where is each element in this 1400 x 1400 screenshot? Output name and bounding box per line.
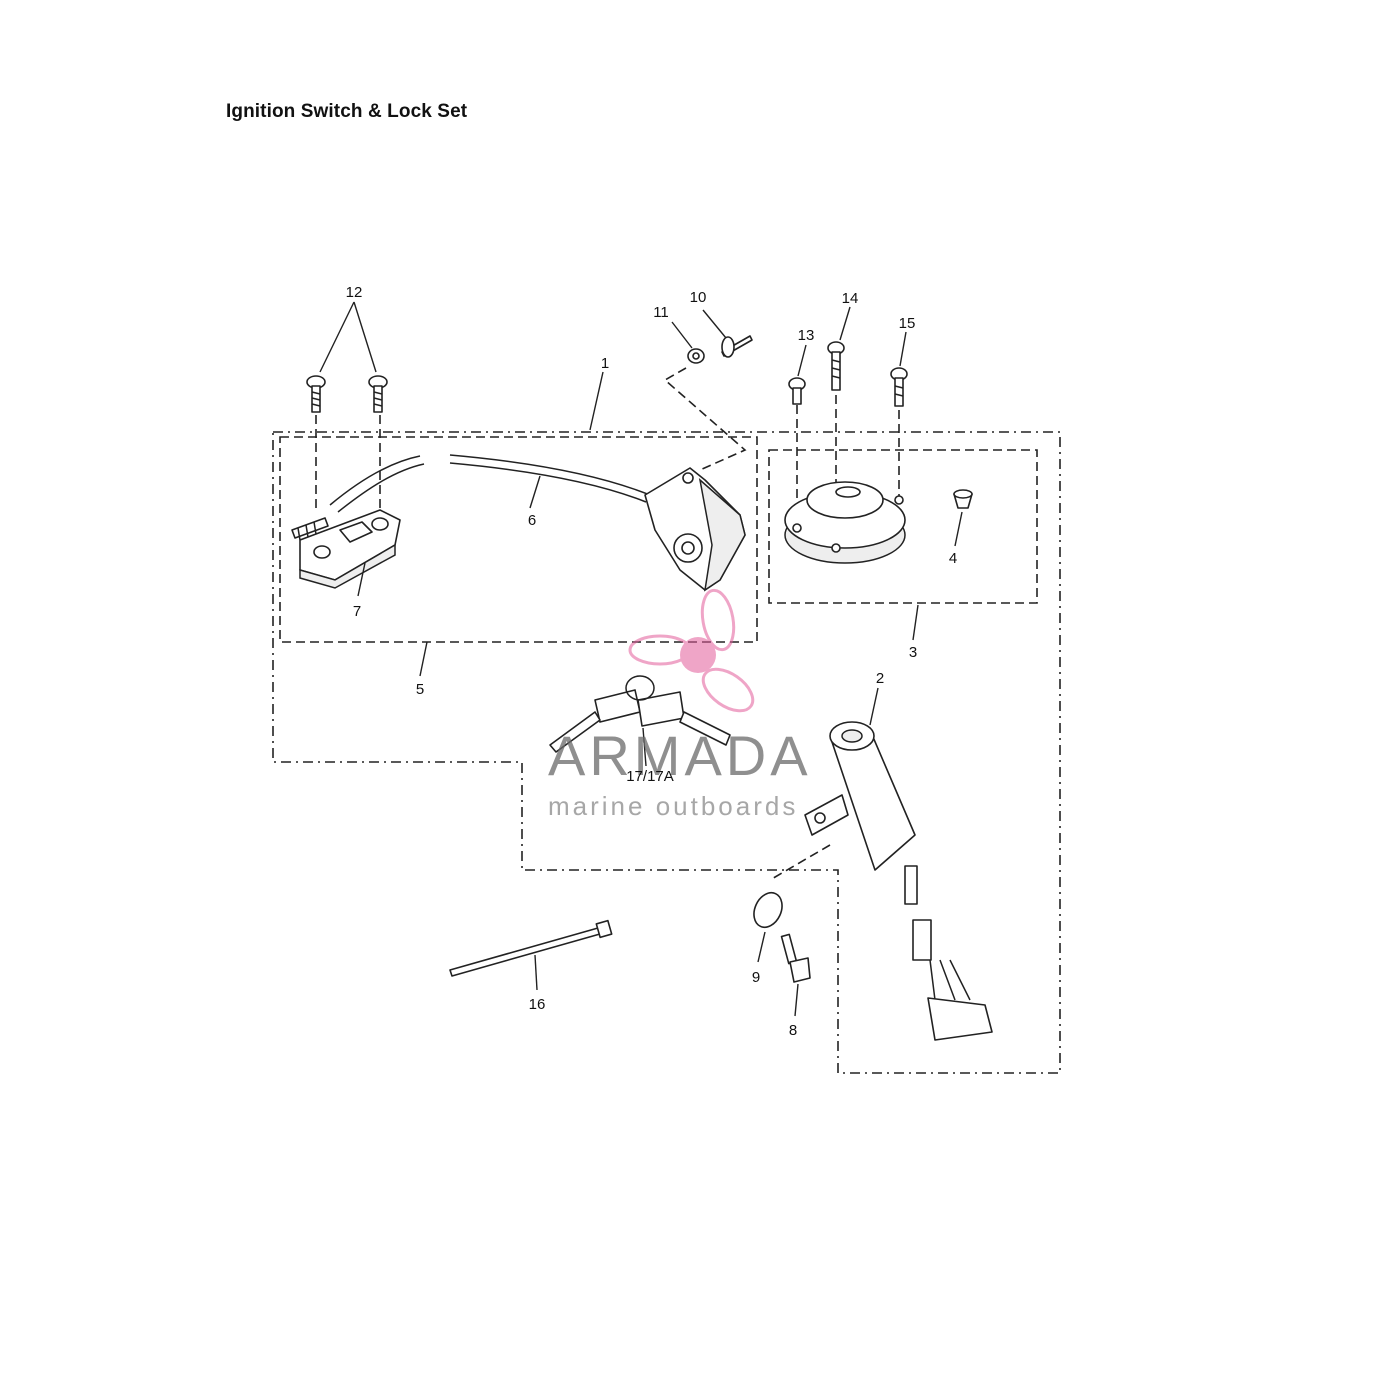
bolt-8 <box>780 933 811 983</box>
callout-8: 8 <box>789 1022 797 1039</box>
callout-16: 16 <box>529 996 546 1013</box>
fuel-cap-3 <box>784 481 906 564</box>
group-outline-1 <box>272 431 1061 1074</box>
washer-9 <box>753 891 783 929</box>
callout-7: 7 <box>353 603 361 620</box>
screw-12-left <box>306 375 326 413</box>
callout-4: 4 <box>949 550 957 567</box>
screw-12-right <box>368 375 388 413</box>
bracket-7 <box>291 509 401 589</box>
screw-14 <box>827 341 845 391</box>
screw-10 <box>721 335 753 358</box>
washer-11 <box>687 348 705 364</box>
callout-3: 3 <box>909 644 917 661</box>
callout-10: 10 <box>690 289 707 306</box>
callout-9: 9 <box>752 969 760 986</box>
watermark-brand: ARMADA <box>548 724 812 787</box>
group-outline-3 <box>768 449 1038 604</box>
watermark-tagline: marine outboards <box>548 791 798 821</box>
cable-6 <box>329 454 651 513</box>
screw-15 <box>890 367 908 407</box>
ignition-switch-2 <box>804 721 993 1041</box>
callout-17-17a: 17/17A <box>626 768 674 785</box>
callout-11: 11 <box>653 304 669 321</box>
keys-17 <box>549 675 731 753</box>
callout-15: 15 <box>899 315 916 332</box>
callout-6: 6 <box>528 512 536 529</box>
callout-5: 5 <box>416 681 424 698</box>
callout-12: 12 <box>346 284 363 301</box>
callout-2: 2 <box>876 670 884 687</box>
callout-13: 13 <box>798 327 815 344</box>
lock-housing <box>644 467 746 592</box>
cable-tie-16 <box>449 919 613 977</box>
armada-logo <box>628 588 755 713</box>
screw-13 <box>788 377 806 405</box>
group-outline-5 <box>279 436 758 643</box>
plug-4 <box>953 489 973 509</box>
page-title: Ignition Switch & Lock Set <box>226 101 468 122</box>
callout-1: 1 <box>601 355 609 372</box>
callout-14: 14 <box>842 290 859 307</box>
